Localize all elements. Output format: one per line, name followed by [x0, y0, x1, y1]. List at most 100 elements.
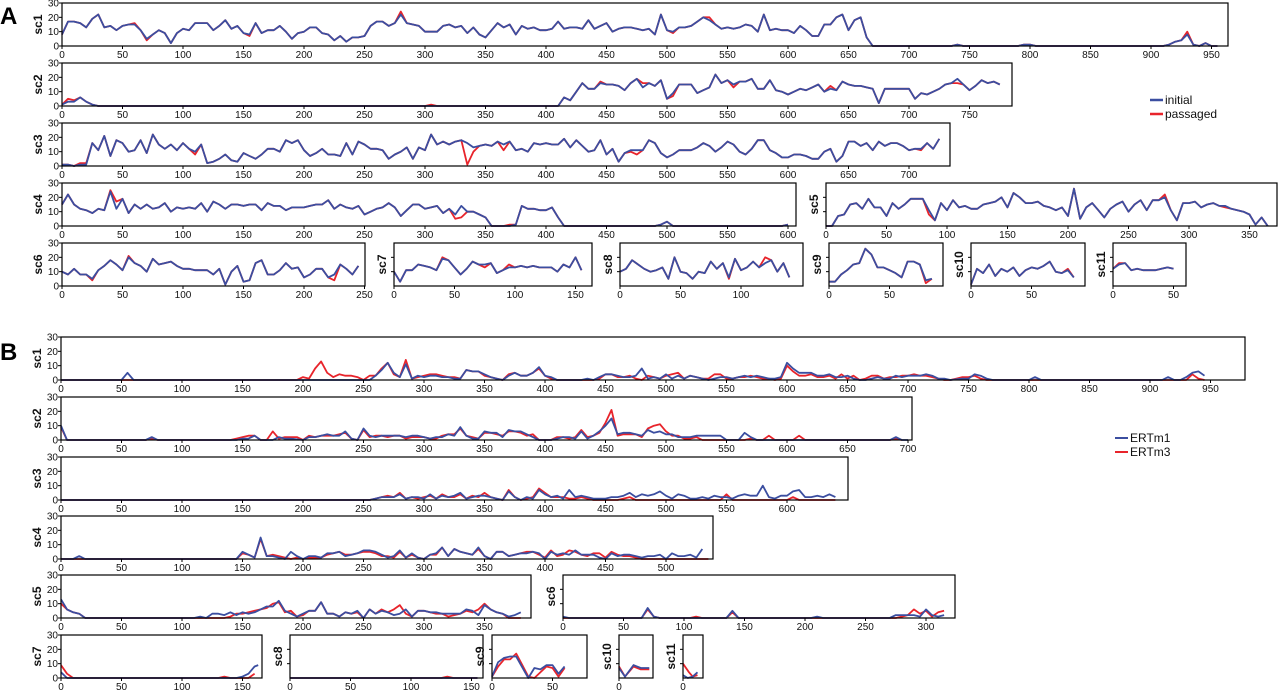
y-tick-label: 0 — [52, 436, 58, 447]
plot-frame — [60, 456, 849, 501]
y-axis-label: sc3 — [30, 468, 44, 488]
x-tick-label: 0 — [59, 290, 65, 301]
series-line-ertm3 — [60, 601, 521, 619]
x-tick-label: 900 — [1142, 384, 1159, 395]
y-tick-label: 20 — [47, 407, 59, 418]
x-tick-label: 0 — [560, 622, 566, 633]
y-tick-label: 0 — [52, 376, 58, 387]
y-tick-label: 20 — [47, 585, 59, 596]
x-tick-label: 0 — [287, 682, 293, 691]
x-tick-label: 150 — [234, 384, 251, 395]
x-tick-label: 350 — [476, 384, 493, 395]
x-tick-label: 150 — [235, 110, 252, 121]
x-tick-label: 150 — [234, 444, 251, 455]
y-axis-label: sc4 — [30, 527, 44, 547]
series-line-ertm1 — [60, 417, 908, 441]
x-tick-label: 0 — [58, 504, 64, 515]
x-tick-label: 0 — [1110, 290, 1116, 301]
x-tick-label: 200 — [296, 230, 313, 241]
legend-b: ERTm1 ERTm3 — [1115, 431, 1171, 459]
x-tick-label: 300 — [1181, 230, 1198, 241]
x-tick-label: 350 — [477, 230, 494, 241]
x-tick-label: 0 — [616, 682, 622, 691]
x-tick-label: 400 — [537, 504, 554, 515]
x-tick-label: 200 — [295, 444, 312, 455]
x-tick-label: 200 — [296, 290, 313, 301]
series-line-ertm1 — [682, 671, 699, 679]
series-line-initial — [970, 260, 1075, 285]
series-line-ertm3 — [61, 358, 1205, 381]
x-tick-label: 800 — [1021, 384, 1038, 395]
x-tick-label: 50 — [116, 682, 128, 691]
plot-frame — [61, 122, 951, 167]
x-tick-label: 0 — [58, 563, 64, 574]
x-tick-label: 50 — [1026, 290, 1038, 301]
x-tick-label: 400 — [538, 170, 555, 181]
x-tick-label: 650 — [840, 110, 857, 121]
series-line-ertm1 — [562, 607, 945, 619]
x-tick-label: 250 — [356, 170, 373, 181]
y-tick-label: 30 — [47, 631, 59, 642]
x-tick-label: 550 — [718, 444, 735, 455]
y-tick-label: 30 — [48, 0, 60, 10]
x-tick-label: 150 — [736, 622, 753, 633]
x-tick-label: 100 — [175, 170, 192, 181]
x-tick-label: 800 — [1022, 50, 1039, 61]
x-tick-label: 0 — [59, 230, 65, 241]
y-tick-label: 10 — [47, 540, 59, 551]
x-tick-label: 50 — [117, 50, 129, 61]
x-tick-label: 150 — [463, 682, 480, 691]
y-tick-label: 10 — [48, 207, 60, 218]
x-tick-label: 650 — [840, 50, 857, 61]
y-axis-label: sc7 — [375, 254, 389, 274]
legend-label-ertm1: ERTm1 — [1130, 431, 1171, 445]
plot-frame — [619, 242, 804, 287]
series-line-initial — [619, 256, 791, 280]
y-tick-label: 0 — [52, 555, 58, 566]
plot-frame — [61, 242, 366, 287]
y-axis-label: sc6 — [544, 586, 558, 606]
y-tick-label: 20 — [48, 193, 60, 204]
y-axis-label: sc5 — [807, 194, 821, 214]
x-tick-label: 750 — [960, 384, 977, 395]
x-tick-label: 50 — [675, 290, 687, 301]
x-tick-label: 450 — [597, 504, 614, 515]
series-line-ertm3 — [61, 487, 836, 501]
y-axis-label: sc8 — [601, 254, 615, 274]
x-tick-label: 750 — [961, 110, 978, 121]
plot-frame — [61, 182, 797, 227]
x-tick-label: 100 — [174, 384, 191, 395]
x-tick-label: 50 — [117, 230, 129, 241]
x-tick-label: 350 — [476, 504, 493, 515]
x-tick-label: 750 — [961, 50, 978, 61]
x-tick-label: 500 — [658, 504, 675, 515]
x-tick-label: 100 — [174, 444, 191, 455]
x-tick-label: 50 — [116, 504, 128, 515]
y-axis-label: sc2 — [30, 408, 44, 428]
x-tick-label: 300 — [417, 170, 434, 181]
x-tick-label: 50 — [618, 622, 630, 633]
y-tick-label: 0 — [53, 162, 59, 173]
panel-letter-b: B — [0, 339, 17, 366]
y-axis-label: sc3 — [31, 134, 45, 154]
x-tick-label: 500 — [659, 110, 676, 121]
x-tick-label: 150 — [567, 290, 584, 301]
plot-frame — [825, 182, 1278, 227]
x-tick-label: 500 — [659, 170, 676, 181]
x-tick-label: 100 — [174, 622, 191, 633]
x-tick-label: 500 — [658, 563, 675, 574]
x-tick-label: 250 — [355, 444, 372, 455]
x-tick-label: 0 — [968, 290, 974, 301]
series-line-ertm1 — [60, 664, 259, 679]
y-tick-label: 0 — [53, 42, 59, 53]
x-tick-label: 200 — [296, 110, 313, 121]
y-tick-label: 10 — [48, 267, 60, 278]
x-tick-label: 50 — [345, 682, 357, 691]
series-line-initial — [61, 190, 789, 227]
x-tick-label: 450 — [598, 110, 615, 121]
x-tick-label: 50 — [116, 622, 128, 633]
x-tick-label: 50 — [117, 110, 129, 121]
